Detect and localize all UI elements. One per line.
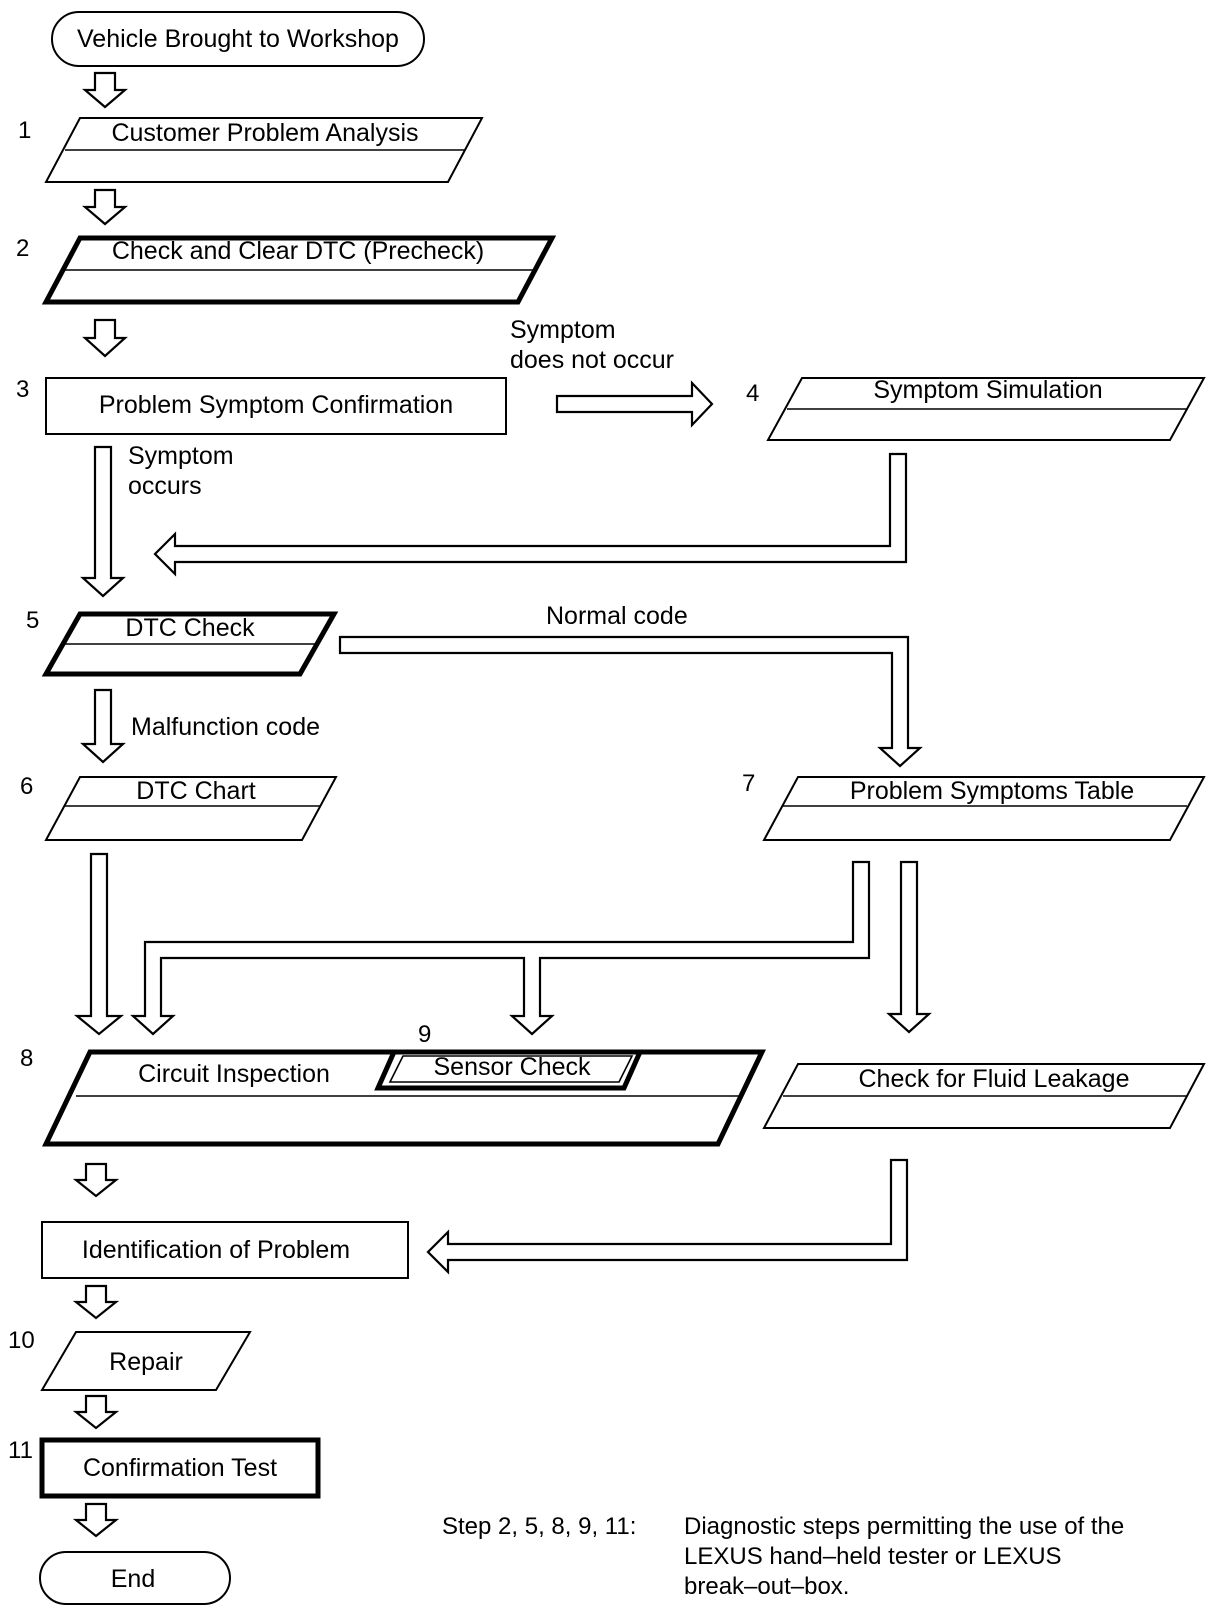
step-10-box [40,1331,252,1391]
step-9-inner [388,1055,634,1083]
step-6-box [44,776,338,841]
step-9-outer [374,1049,644,1091]
arrow-3-to-5 [80,445,126,598]
start-terminal [51,11,425,67]
step-number-5: 5 [26,607,39,634]
step-number-1: 1 [18,117,31,144]
step-1-label: Customer Problem Analysis [111,119,418,147]
arrow-1-to-2 [82,188,128,226]
arrow-6-to-8 [73,852,125,1036]
identification-box [41,1221,409,1279]
footnote-line1: Diagnostic steps permitting the use of t… [684,1513,1124,1540]
fluid-leakage-label: Check for Fluid Leakage [859,1065,1130,1093]
step-10-label: Repair [109,1348,183,1376]
step-number-11: 11 [8,1437,33,1464]
edge-label-symptom-line2: occurs [128,472,202,500]
arrow-4-return [153,452,908,577]
step-6-label: DTC Chart [136,777,256,805]
step-3-label: Problem Symptom Confirmation [99,391,453,419]
edge-label-normal-code: Normal code [546,602,688,630]
footnote-steps: Step 2, 5, 8, 9, 11: [442,1513,636,1540]
arrow-5-to-7 [338,635,923,768]
step-8-label: Circuit Inspection [138,1060,330,1088]
step-number-2: 2 [16,235,29,262]
footnote-line3: break–out–box. [684,1573,849,1600]
identification-label: Identification of Problem [82,1236,350,1264]
start-label: Vehicle Brought to Workshop [77,25,399,53]
step-4-label: Symptom Simulation [873,376,1102,404]
arrow-7-to-8-and-9 [130,860,871,1036]
arrow-fluid-to-identification [426,1158,909,1275]
step-7-box [762,776,1206,841]
step-number-7: 7 [742,770,755,797]
step-number-10: 10 [8,1327,35,1354]
step-7-label: Problem Symptoms Table [850,777,1134,805]
step-11-box [39,1437,321,1499]
end-terminal [39,1551,231,1605]
step-number-8: 8 [20,1045,33,1072]
edge-label-malfunction-code: Malfunction code [131,713,320,741]
step-9-label: Sensor Check [433,1053,591,1081]
step-number-6: 6 [20,773,33,800]
arrow-start-to-1 [82,71,128,109]
step-5-label: DTC Check [125,614,255,642]
arrow-10-to-11 [72,1394,120,1430]
arrow-11-to-end [72,1502,120,1538]
arrow-3-to-4 [555,380,714,428]
step-3-box [45,377,507,435]
arrow-5-to-6 [80,688,126,764]
step-number-4: 4 [746,380,759,407]
edge-label-no-symptom-line2: does not occur [510,346,674,374]
step-11-label: Confirmation Test [83,1454,277,1482]
footnote-line2: LEXUS hand–held tester or LEXUS [684,1543,1062,1570]
edge-label-symptom-line1: Symptom [128,442,234,470]
step-2-label: Check and Clear DTC (Precheck) [112,237,484,265]
step-number-9: 9 [418,1021,431,1048]
arrow-identification-to-10 [72,1284,120,1320]
edge-label-no-symptom-line1: Symptom [510,316,616,344]
arrow-8-to-identification [72,1162,120,1198]
arrow-7-to-fluid-leakage [886,860,932,1034]
end-label: End [111,1565,155,1593]
step-number-3: 3 [16,376,29,403]
arrow-2-to-3 [82,318,128,358]
